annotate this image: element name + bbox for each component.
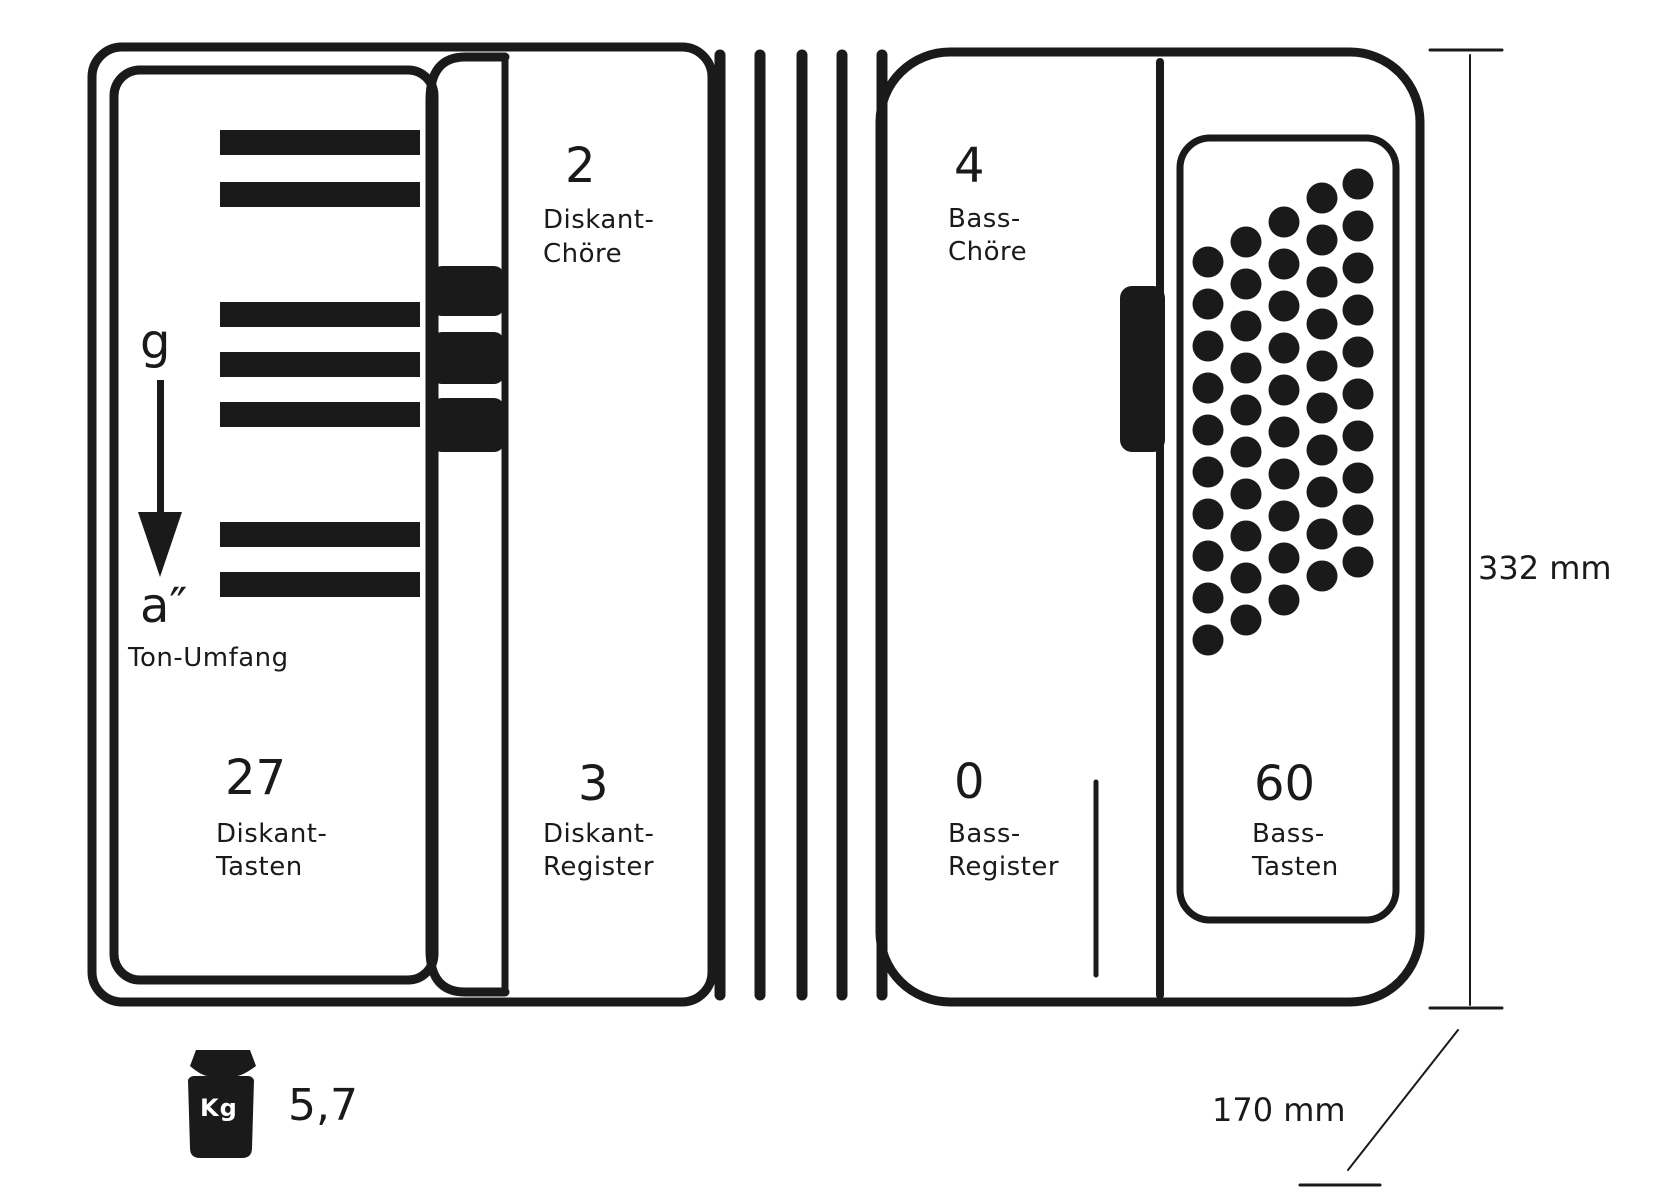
bass-button — [1306, 434, 1338, 466]
bass-button — [1342, 294, 1374, 326]
treble-key — [220, 522, 420, 547]
treble-key — [220, 402, 420, 427]
bass-registers-label-2: Register — [948, 852, 1060, 882]
range-high-note: g — [140, 314, 171, 370]
bass-choirs-label-1: Bass- — [948, 204, 1021, 234]
bass-button — [1192, 498, 1224, 530]
bass-button — [1342, 504, 1374, 536]
bass-button — [1342, 378, 1374, 410]
bass-button — [1230, 520, 1262, 552]
bass-button — [1192, 288, 1224, 320]
treble-keys-label-1: Diskant- — [216, 819, 328, 849]
treble-choirs-label-2: Chöre — [543, 239, 623, 269]
bass-button — [1230, 478, 1262, 510]
bass-button — [1268, 542, 1300, 574]
bass-button — [1268, 332, 1300, 364]
bass-button — [1230, 394, 1262, 426]
bass-button — [1268, 248, 1300, 280]
bass-keys-label-2: Tasten — [1252, 852, 1339, 882]
bass-button — [1230, 436, 1262, 468]
bass-button — [1306, 308, 1338, 340]
treble-grille-edge — [425, 52, 510, 997]
bass-button — [1192, 624, 1224, 656]
bass-button — [1192, 330, 1224, 362]
bass-button — [1268, 374, 1300, 406]
treble-choirs-value: 2 — [565, 138, 596, 194]
bass-registers-value: 0 — [954, 754, 985, 810]
bass-keys-label-1: Bass- — [1252, 819, 1325, 849]
bass-button — [1306, 518, 1338, 550]
height-dimension: 332 mm — [1478, 549, 1612, 587]
bass-button — [1192, 246, 1224, 278]
bass-strap-handle — [1120, 286, 1165, 452]
bass-button — [1268, 290, 1300, 322]
bass-button — [1342, 336, 1374, 368]
bass-button — [1268, 584, 1300, 616]
bass-button — [1342, 546, 1374, 578]
bass-buttons-grid — [1192, 168, 1374, 656]
bass-button — [1192, 582, 1224, 614]
range-arrow-shaft — [157, 380, 164, 520]
bass-button — [1306, 350, 1338, 382]
bass-button — [1192, 456, 1224, 488]
bass-button — [1306, 476, 1338, 508]
bass-choirs-value: 4 — [954, 138, 985, 194]
treble-key — [220, 572, 420, 597]
treble-key — [220, 352, 420, 377]
treble-key — [220, 302, 420, 327]
bass-button — [1230, 604, 1262, 636]
range-label: Ton-Umfang — [128, 643, 289, 673]
depth-dimension-line — [1347, 1029, 1459, 1171]
bass-button — [1230, 268, 1262, 300]
bass-button — [1230, 310, 1262, 342]
treble-body-outer — [87, 42, 717, 1007]
bass-button — [1342, 210, 1374, 242]
treble-registers-value: 3 — [578, 756, 609, 812]
bass-button — [1306, 182, 1338, 214]
bass-button — [1230, 226, 1262, 258]
weight-icon-label: Kg — [200, 1094, 238, 1122]
bass-button — [1268, 500, 1300, 532]
bass-button — [1306, 224, 1338, 256]
treble-key — [220, 130, 420, 155]
weight-value: 5,7 — [288, 1080, 358, 1131]
bass-button-panel — [1176, 134, 1400, 924]
bass-button — [1192, 372, 1224, 404]
bass-button — [1230, 352, 1262, 384]
bass-button — [1192, 414, 1224, 446]
bass-button — [1342, 168, 1374, 200]
depth-dimension: 170 mm — [1212, 1091, 1346, 1129]
range-low-note: a″ — [140, 578, 188, 634]
bass-button — [1342, 252, 1374, 284]
bass-button — [1306, 266, 1338, 298]
treble-keys-value: 27 — [225, 750, 287, 806]
treble-choirs-label-1: Diskant- — [543, 205, 655, 235]
treble-registers-label-2: Register — [543, 852, 655, 882]
range-arrow-head — [138, 512, 182, 577]
weight-kg-icon — [188, 1050, 256, 1158]
treble-register-switch — [432, 398, 504, 452]
bass-button — [1306, 392, 1338, 424]
bass-button — [1192, 540, 1224, 572]
bass-registers-label-1: Bass- — [948, 819, 1021, 849]
bass-button — [1268, 416, 1300, 448]
treble-register-switch — [432, 266, 504, 316]
treble-register-switch — [432, 332, 504, 384]
treble-key — [220, 182, 420, 207]
treble-keys-label-2: Tasten — [216, 852, 303, 882]
bass-button — [1342, 462, 1374, 494]
bass-button — [1306, 560, 1338, 592]
bass-keys-value: 60 — [1254, 756, 1316, 812]
bass-button — [1230, 562, 1262, 594]
treble-registers-label-1: Diskant- — [543, 819, 655, 849]
bass-button — [1342, 420, 1374, 452]
bass-button — [1268, 206, 1300, 238]
bass-button — [1268, 458, 1300, 490]
bass-choirs-label-2: Chöre — [948, 237, 1028, 267]
bass-body-outer — [875, 47, 1425, 1007]
